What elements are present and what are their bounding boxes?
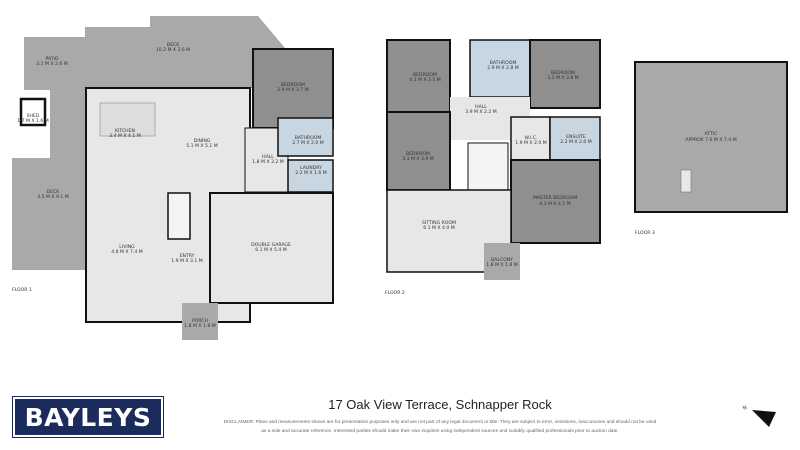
- room-name: ENTRY: [180, 253, 195, 259]
- ensuite: [549, 116, 601, 161]
- room-name: MASTER BEDROOM: [533, 195, 577, 201]
- kitchen-island: [99, 102, 156, 137]
- room-name: PATIO: [45, 56, 58, 62]
- room-size: 4.1 M X 3.5 M: [409, 77, 441, 83]
- room-size: 3.1 M X 3.9 M: [402, 156, 434, 162]
- room-name: BATHROOM: [490, 60, 517, 66]
- north-label: N: [742, 405, 748, 412]
- room-size: 3.1 M X 2.6 M: [36, 61, 68, 67]
- floor-1: FLOOR 1 PATIO 3.1 M X 2.6 M DECK 10.2 M …: [12, 16, 334, 340]
- room-name: DINING: [194, 138, 211, 144]
- room-size: 3.3 M X 3.8 M: [547, 75, 579, 81]
- room-size: 2.9 M X 3.7 M: [277, 87, 309, 93]
- room-labels-floor2: BEDROOM 4.1 M X 3.5 M BATHROOM 2.9 M X 2…: [402, 60, 592, 268]
- room-size: 1.7 M X 1.6 M: [17, 118, 49, 124]
- attic: [634, 61, 788, 213]
- room-name: LIVING: [119, 244, 135, 250]
- porch: [182, 303, 218, 340]
- room-size: 2.7 M X 2.0 M: [292, 140, 324, 146]
- floor-2-label: FLOOR 2: [385, 290, 405, 296]
- floor-3-label: FLOOR 3: [635, 230, 655, 236]
- disclaimer-line-1: DISCLAIMER: Plans and measurements shown…: [223, 420, 657, 425]
- room-name: PORCH: [192, 318, 208, 324]
- room-labels-floor1: PATIO 3.1 M X 2.6 M DECK 10.2 M X 3.6 M …: [17, 42, 327, 329]
- bathroom: [277, 117, 334, 157]
- double-garage: [209, 192, 334, 304]
- property-address: 17 Oak View Terrace, Schnapper Rock: [328, 397, 552, 412]
- room-name: HALL: [262, 154, 274, 160]
- room-size: 2.2 M X 2.0 M: [560, 139, 592, 145]
- room-size: 4.3 M X 4.1 M: [539, 201, 571, 207]
- room-size: 6.1 M X 4.0 M: [423, 225, 455, 231]
- balcony: [484, 243, 520, 280]
- room-size: 1.8 M X 1.8 M: [184, 323, 216, 329]
- room-size: 6.1 M X 5.4 M: [255, 247, 287, 253]
- room-name: DECK: [167, 42, 181, 48]
- room-size: 1.9 M X 2.0 M: [515, 140, 547, 146]
- room-name: BEDROOM: [551, 70, 575, 76]
- room-name: LAUNDRY: [300, 165, 322, 171]
- disclaimer: DISCLAIMER: Plans and measurements shown…: [190, 418, 690, 436]
- room-size: 2.9 M X 2.8 M: [487, 65, 519, 71]
- room-name: KITCHEN: [115, 128, 135, 134]
- bathroom-2: [469, 39, 531, 98]
- disclaimer-line-2: as a sole and accurate reference. Intere…: [261, 429, 619, 434]
- master-bedroom: [510, 159, 601, 244]
- room-name: ENSUITE: [566, 134, 586, 140]
- room-size: 1.9 M X 3.1 M: [171, 258, 203, 264]
- bedroom-2a: [386, 39, 451, 113]
- room-name: DECK: [47, 189, 61, 195]
- room-name: BEDROOM: [413, 72, 437, 78]
- room-size: 4.6 M X 7.4 M: [111, 249, 143, 255]
- room-name: DOUBLE GARAGE: [251, 242, 291, 248]
- room-size: 1.8 M X 1.8 M: [486, 262, 518, 268]
- room-name: BEDROOM: [406, 151, 430, 157]
- wic: [510, 116, 551, 161]
- bedroom-2c: [386, 111, 451, 191]
- stairs: [167, 192, 191, 240]
- room-name: BEDROOM: [281, 82, 305, 88]
- stairs-2: [467, 142, 509, 191]
- room-size: 3.4 M X 4.1 M: [109, 133, 141, 139]
- shed: [19, 97, 47, 127]
- room-size: 5.1 M X 5.1 M: [186, 143, 218, 149]
- room-size: 3.5 M X 9.1 M: [37, 194, 69, 200]
- room-size: 1.8 M X 3.2 M: [252, 159, 284, 165]
- floor-2: FLOOR 2 BEDROOM 4.1 M X 3.5 M BATHROOM 2…: [385, 39, 601, 296]
- bedroom-2b: [529, 39, 601, 109]
- north-arrow-icon: N: [742, 405, 776, 427]
- room-name: HALL: [475, 104, 487, 110]
- room-size: 10.2 M X 3.6 M: [156, 47, 190, 53]
- room-name: ATTIC: [705, 131, 718, 137]
- bayleys-logo: BAYLEYS: [12, 396, 164, 438]
- deck-left: [12, 88, 85, 270]
- room-name: BATHROOM: [295, 135, 322, 141]
- floor-3: ATTIC APPROX 7.6 M X 7.4 M FLOOR 3: [634, 61, 788, 236]
- room-name: SHED: [27, 113, 40, 119]
- floor-1-label: FLOOR 1: [12, 287, 32, 293]
- room-name: BALCONY: [491, 257, 513, 263]
- room-name: W.I.C.: [525, 135, 538, 141]
- room-size: 2.2 M X 1.6 M: [295, 170, 327, 176]
- patio: [24, 37, 85, 90]
- laundry: [287, 159, 334, 193]
- attic-hatch: [680, 169, 692, 193]
- room-name: SITTING ROOM: [422, 220, 456, 226]
- deck-top: [85, 16, 285, 88]
- room-size: 3.9 M X 2.2 M: [465, 109, 497, 115]
- room-size: APPROX 7.6 M X 7.4 M: [685, 137, 736, 143]
